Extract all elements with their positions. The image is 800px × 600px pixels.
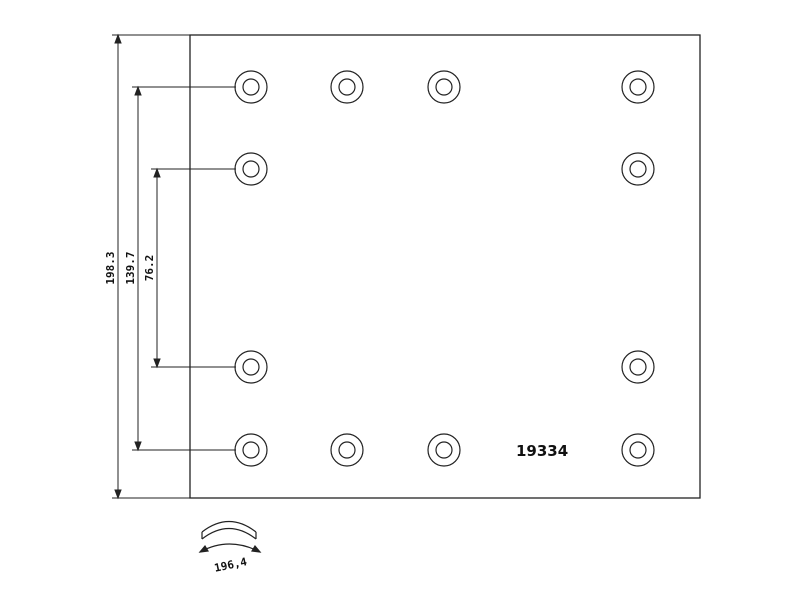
overall-height-dimension: [112, 33, 190, 500]
outer-hole-spacing-label: 139.7: [124, 251, 137, 284]
lining-outline: [189, 34, 701, 499]
rivet-hole: [234, 350, 268, 384]
rivet-holes: [234, 70, 655, 467]
arc-width-label: 196,4: [213, 555, 248, 575]
inner-hole-spacing-dimension: [151, 167, 236, 369]
outer-hole-spacing-dimension: [132, 85, 236, 452]
rivet-hole: [621, 152, 655, 186]
arc-width-symbol: [198, 520, 262, 553]
overall-height-label: 198.3: [104, 251, 117, 284]
rivet-hole: [234, 152, 268, 186]
part-number: 19334: [516, 442, 568, 460]
rivet-hole: [427, 433, 461, 467]
lining-plate: [189, 34, 701, 499]
rivet-hole: [234, 433, 268, 467]
inner-hole-spacing-label: 76.2: [143, 255, 156, 282]
rivet-hole: [621, 350, 655, 384]
rivet-hole: [330, 70, 364, 104]
rivet-hole: [234, 70, 268, 104]
rivet-hole: [621, 70, 655, 104]
rivet-hole: [330, 433, 364, 467]
rivet-hole: [427, 70, 461, 104]
rivet-hole: [621, 433, 655, 467]
